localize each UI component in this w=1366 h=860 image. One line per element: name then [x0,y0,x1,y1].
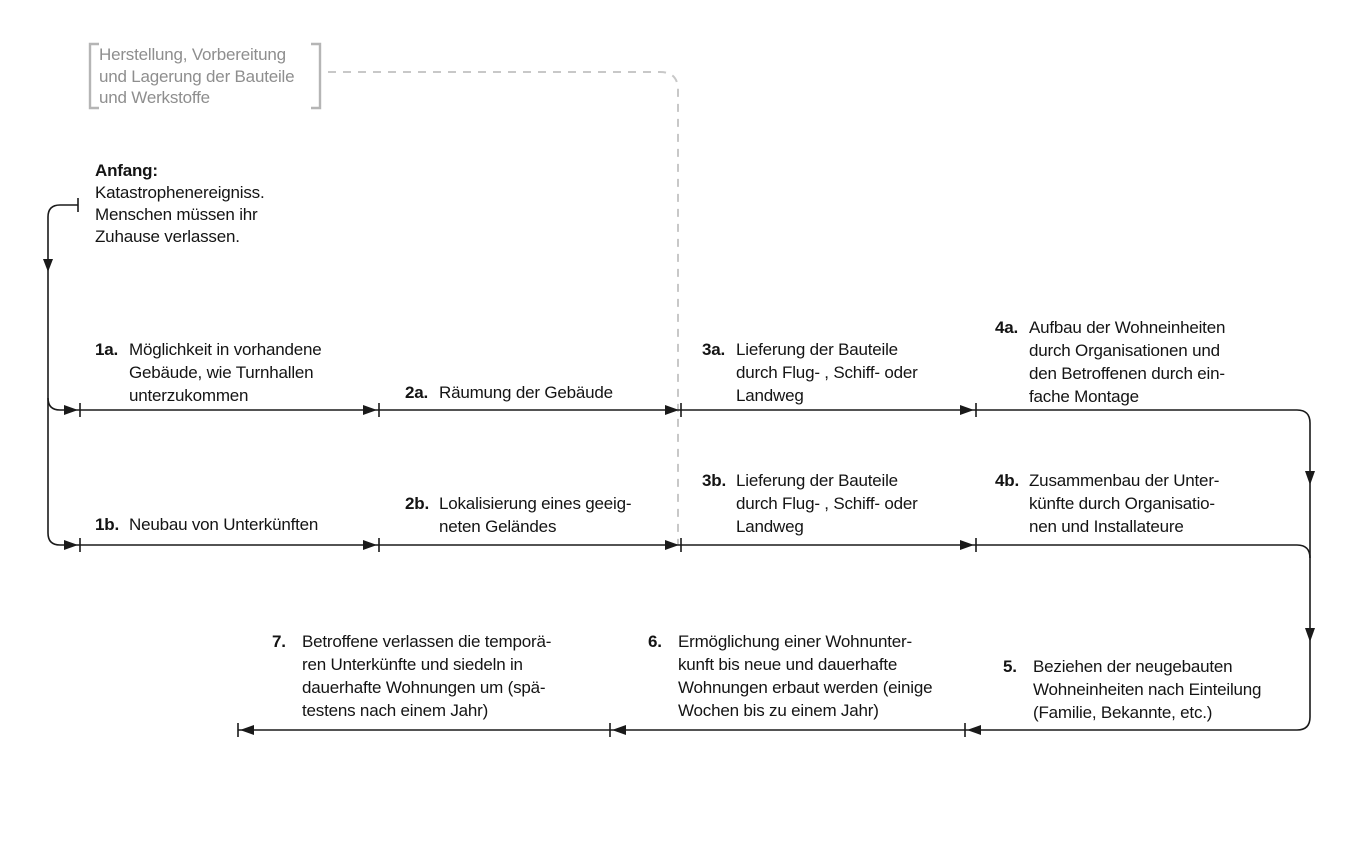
arrowhead-right-b3 [665,540,679,550]
step-2a-text: Räumung der Gebäude [439,383,613,402]
start-block: Anfang: Katastrophenereigniss. Menschen … [95,160,325,248]
step-4b-number: 4b. [995,471,1019,490]
start-label: Anfang: [95,161,158,180]
step-1a: 1a. Möglichkeit in vorhandene Gebäude, w… [95,338,365,407]
note-bracket-right [311,42,322,110]
step-3b-text: Lieferung der Bauteile durch Flug- , Sch… [736,471,918,536]
arrowhead-left-3 [240,725,254,735]
step-1b-number: 1b. [95,515,119,534]
step-4b: 4b. Zusammenbau der Unter- künfte durch … [995,469,1285,538]
arrowhead-right-a3 [665,405,679,415]
step-3b: 3b. Lieferung der Bauteile durch Flug- ,… [702,469,972,538]
step-1a-number: 1a. [95,340,119,359]
step-5-number: 5. [1003,657,1017,676]
arrowhead-right-b1 [64,540,78,550]
step-3b-number: 3b. [702,471,726,490]
arrowhead-down-right-1 [1305,471,1315,485]
arrowhead-left-1 [967,725,981,735]
preparation-note: Herstellung, Vorbereitung und Lagerung d… [99,45,295,107]
arrowhead-left-2 [612,725,626,735]
step-1b: 1b. Neubau von Unterkünften [95,513,365,536]
step-1a-text: Möglichkeit in vorhandene Gebäude, wie T… [129,340,322,405]
step-2a: 2a. Räumung der Gebäude [405,381,675,404]
step-4a: 4a. Aufbau der Wohneinheiten durch Organ… [995,316,1285,408]
step-4b-text: Zusammenbau der Unter- künfte durch Orga… [1029,471,1220,536]
arrowhead-right-a2 [363,405,377,415]
flow-path-row-a [47,397,1311,731]
arrowhead-right-b4 [960,540,974,550]
step-2b-number: 2b. [405,494,429,513]
arrowhead-right-a1 [64,405,78,415]
flow-path-row-b [47,204,1311,559]
step-7-number: 7. [272,632,286,651]
step-4a-number: 4a. [995,318,1019,337]
arrowhead-down-left [43,259,53,272]
dashed-connector [328,71,679,545]
step-3a: 3a. Lieferung der Bauteile durch Flug- ,… [702,338,972,407]
step-3a-number: 3a. [702,340,726,359]
step-2b: 2b. Lokalisierung eines geeig- neten Gel… [405,492,685,538]
step-4a-text: Aufbau der Wohneinheiten durch Organisat… [1029,318,1226,406]
step-6: 6. Ermöglichung einer Wohnunter- kunft b… [648,630,968,722]
step-6-number: 6. [648,632,662,651]
step-3a-text: Lieferung der Bauteile durch Flug- , Sch… [736,340,918,405]
start-text: Katastrophenereigniss. Menschen müssen i… [95,183,265,246]
note-bracket-left [88,42,99,110]
step-2b-text: Lokalisierung eines geeig- neten Gelände… [439,494,632,536]
step-5: 5. Beziehen der neugebauten Wohneinheite… [1003,655,1313,724]
step-1b-text: Neubau von Unterkünften [129,515,319,534]
step-7: 7. Betroffene verlassen die temporä- ren… [272,630,592,722]
arrowhead-right-a4 [960,405,974,415]
step-6-text: Ermöglichung einer Wohnunter- kunft bis … [678,632,933,720]
arrowhead-down-right-2 [1305,628,1315,642]
step-5-text: Beziehen der neugebauten Wohneinheiten n… [1033,657,1262,722]
step-2a-number: 2a. [405,383,429,402]
arrowhead-right-b2 [363,540,377,550]
step-7-text: Betroffene verlassen die temporä- ren Un… [302,632,552,720]
